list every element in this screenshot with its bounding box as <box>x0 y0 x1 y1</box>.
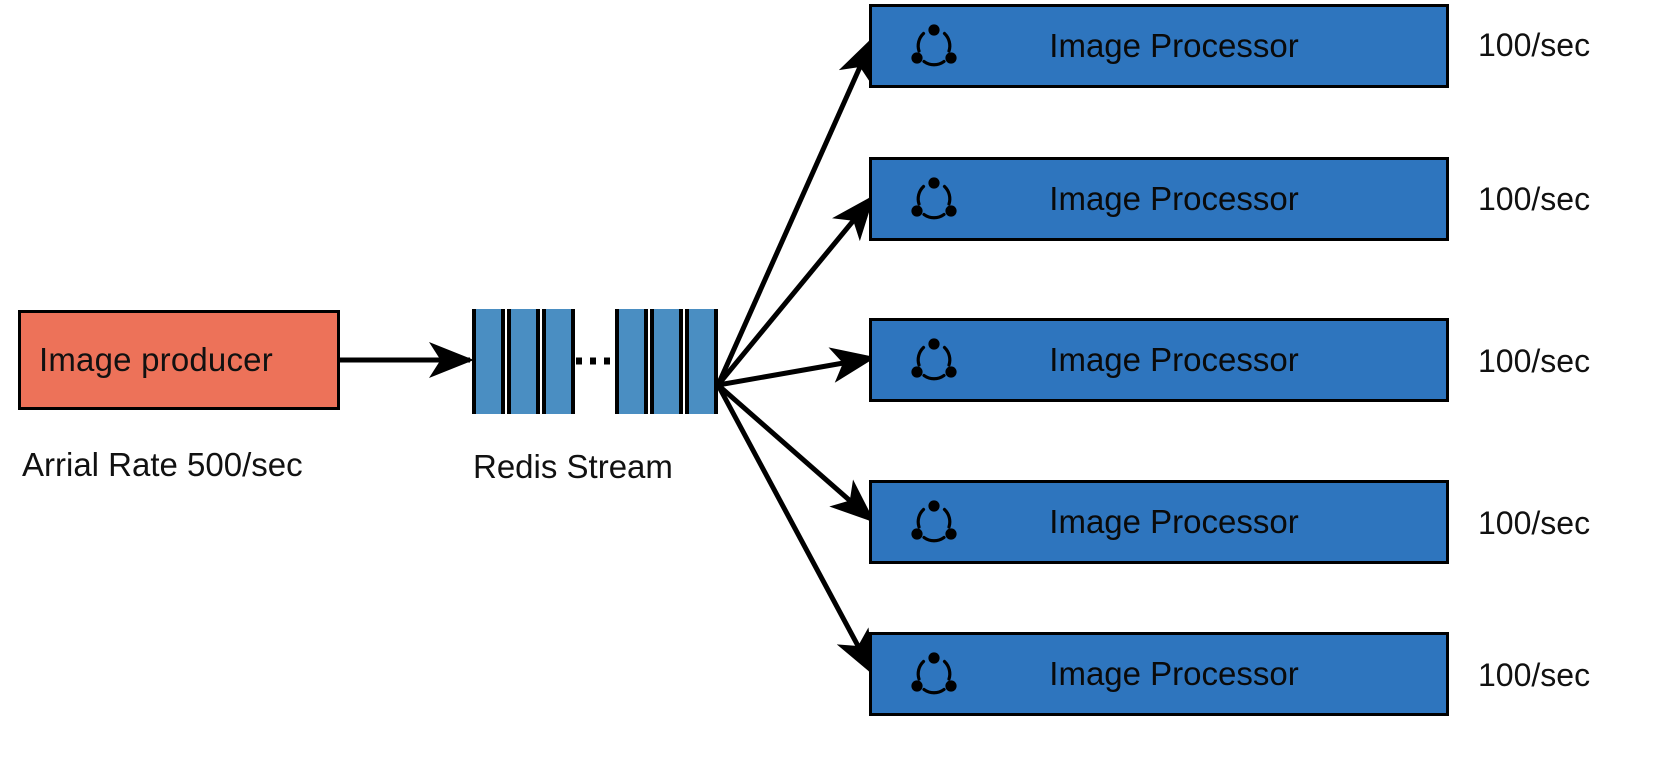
image-producer-label: Image producer <box>39 341 273 378</box>
image-processor-box-1[interactable]: Image Processor <box>869 4 1449 88</box>
arrow-stream-to-processor-3 <box>717 347 876 388</box>
stream-segment-1 <box>472 309 505 414</box>
share-nodes-icon <box>911 177 957 220</box>
processor-rate-4: 100/sec <box>1478 505 1591 541</box>
image-processor-box-4[interactable]: Image Processor <box>869 480 1449 564</box>
stream-segment-4 <box>615 309 648 414</box>
arrow-stream-to-processor-5 <box>715 383 875 676</box>
processor-rate-5: 100/sec <box>1478 657 1591 693</box>
image-processor-label-2: Image Processor <box>1049 180 1299 217</box>
processor-rate-1: 100/sec <box>1478 27 1591 63</box>
redis-stream-label: Redis Stream <box>473 448 673 485</box>
arrow-stream-to-processor-1 <box>715 36 875 387</box>
image-processor-box-3[interactable]: Image Processor <box>869 318 1449 402</box>
processor-rate-2: 100/sec <box>1478 181 1591 217</box>
arrow-stream-to-processor-4 <box>716 383 876 523</box>
stream-segment-3 <box>542 309 575 414</box>
share-nodes-icon <box>911 500 957 543</box>
stream-segment-5 <box>650 309 683 414</box>
image-processor-box-5[interactable]: Image Processor <box>869 632 1449 716</box>
image-processor-label-1: Image Processor <box>1049 27 1299 64</box>
share-nodes-icon <box>911 652 957 695</box>
share-nodes-icon <box>911 338 957 381</box>
stream-segment-6 <box>685 309 718 414</box>
image-processor-label-4: Image Processor <box>1049 503 1299 540</box>
share-nodes-icon <box>911 24 957 67</box>
arrival-rate-label: Arrial Rate 500/sec <box>22 446 303 483</box>
image-processor-box-2[interactable]: Image Processor <box>869 157 1449 241</box>
stream-segment-2 <box>507 309 540 414</box>
arrow-stream-to-processor-2 <box>716 194 875 387</box>
image-producer-box[interactable]: Image producer <box>18 310 340 410</box>
image-processor-label-3: Image Processor <box>1049 341 1299 378</box>
image-processor-label-5: Image Processor <box>1049 655 1299 692</box>
processor-rate-3: 100/sec <box>1478 343 1591 379</box>
